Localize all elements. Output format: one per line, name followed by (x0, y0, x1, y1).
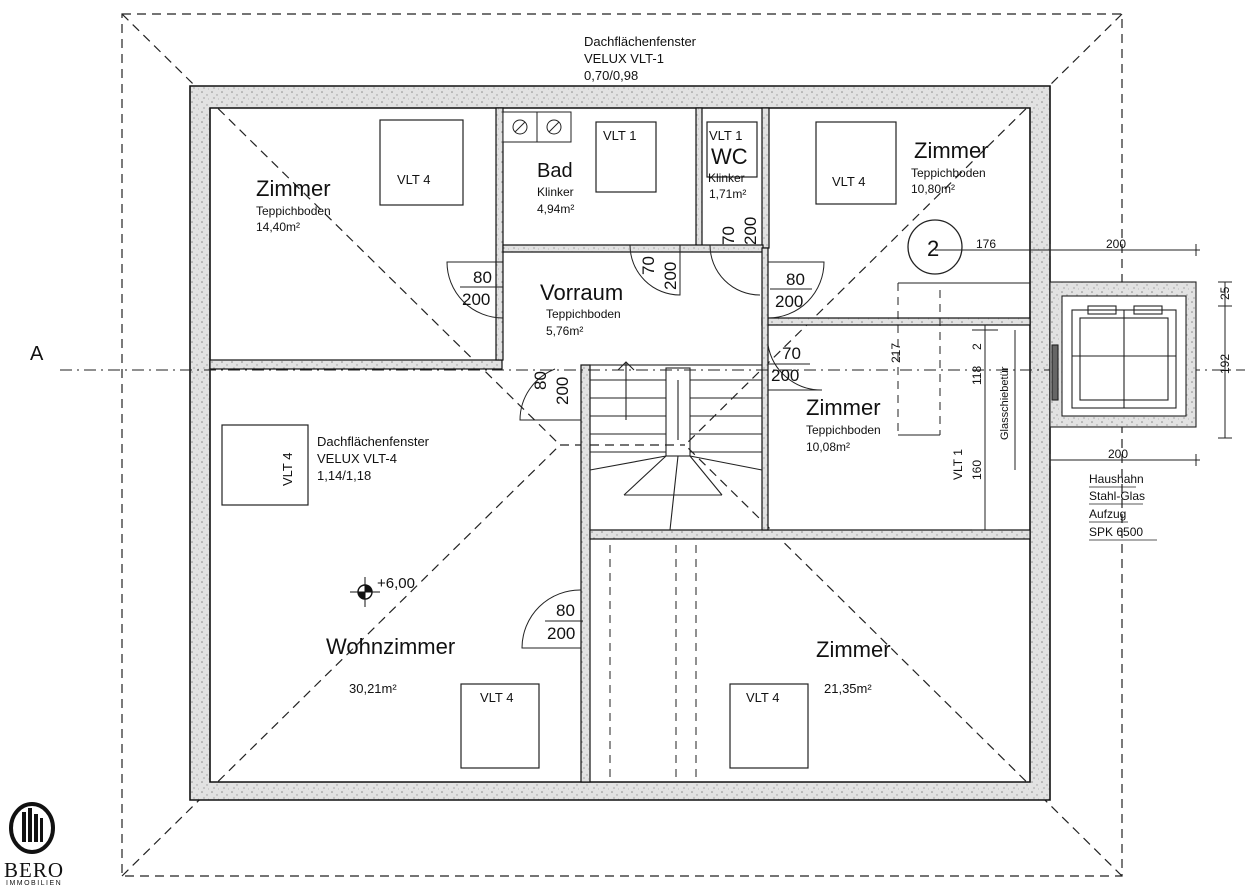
bero-logo (9, 802, 55, 854)
ceiling-lines (609, 283, 941, 780)
interior-walls (209, 107, 1031, 783)
roof-window-label: VLT 4 (280, 453, 295, 486)
door-width: 80 (531, 371, 550, 390)
door-height: 200 (547, 624, 575, 643)
roof-window-label: VLT 4 (746, 690, 779, 705)
door-swings (446, 244, 825, 649)
room-area-zimmer-ne: 10,80m² (911, 182, 955, 196)
logo-subtitle: IMMOBILIEN (6, 880, 63, 887)
room-name-bad: Bad (537, 160, 573, 182)
roof-window-left-line3: 1,14/1,18 (317, 468, 371, 483)
roof-window-left-line2: VELUX VLT-4 (317, 451, 397, 466)
dimension-label: 200 (1106, 237, 1126, 251)
room-floor-vorraum: Teppichboden (546, 307, 621, 321)
door-height: 200 (661, 262, 680, 290)
room-floor-zimmer-nw: Teppichboden (256, 204, 331, 218)
dimension-label: VLT 1 (951, 449, 965, 480)
dimension-label: 118 (970, 366, 984, 385)
elevator-note: Haushahn Stahl-Glas Aufzug SPK 6500 (1089, 472, 1157, 541)
roof-window-left-line1: Dachflächenfenster (317, 434, 430, 449)
elevator-note-line2: Stahl-Glas (1089, 489, 1145, 503)
roof-window-left-note: Dachflächenfenster VELUX VLT-4 1,14/1,18 (317, 434, 430, 483)
roof-window-label: VLT 1 (709, 128, 742, 143)
room-area-wc: 1,71m² (709, 187, 746, 201)
room-area-zimmer-e: 10,08m² (806, 440, 850, 454)
elevator-note-line3: Aufzug (1089, 507, 1126, 521)
roof-window-top-line3: 0,70/0,98 (584, 68, 638, 83)
logo-name: BERO (4, 858, 65, 882)
door-height: 200 (462, 290, 490, 309)
room-floor-zimmer-e: Teppichboden (806, 423, 881, 437)
elevator (1049, 281, 1197, 428)
door-width: 80 (786, 270, 805, 289)
level-marker (350, 577, 380, 607)
axis-marker (907, 219, 963, 275)
door-labels: 80 200 80 200 70 200 70 200 70 200 80 20… (460, 217, 812, 643)
roof-window-top-line2: VELUX VLT-1 (584, 51, 664, 66)
room-floor-zimmer-ne: Teppichboden (911, 166, 986, 180)
door-width: 80 (473, 268, 492, 287)
dimension-labels: 176 200 200 25 192 217 2 118 160 VLT 1 (889, 237, 1232, 480)
dimension-label: 25 (1218, 286, 1232, 300)
door-height: 200 (553, 377, 572, 405)
dimension-label: 200 (1108, 447, 1128, 461)
door-width: 80 (556, 601, 575, 620)
roof-window-label: VLT 4 (832, 174, 865, 189)
dimension-label: 2 (970, 343, 984, 350)
door-height: 200 (775, 292, 803, 311)
bath-fixtures (502, 111, 572, 143)
roof-outline (121, 13, 1123, 877)
roof-window-label: VLT 4 (397, 172, 430, 187)
room-area-bad: 4,94m² (537, 202, 574, 216)
staircase (589, 361, 763, 531)
glass-door-label: Glasschiebetür (999, 366, 1011, 440)
elevator-note-line1: Haushahn (1089, 472, 1144, 486)
door-height: 200 (741, 217, 760, 245)
roof-window-top-line1: Dachflächenfenster (584, 34, 697, 49)
room-name-vorraum: Vorraum (540, 280, 623, 305)
door-width: 70 (782, 344, 801, 363)
dimension-label: 217 (889, 343, 903, 363)
door-width: 70 (639, 256, 658, 275)
room-name-wohnzimmer: Wohnzimmer (326, 634, 455, 659)
door-width: 70 (719, 226, 738, 245)
dimension-lines (898, 244, 1232, 531)
level-marker-label: +6,00 (377, 575, 415, 592)
room-name-zimmer-se: Zimmer (816, 637, 891, 662)
roof-window-top-note: Dachflächenfenster VELUX VLT-1 0,70/0,98 (584, 34, 697, 83)
room-floor-wc: Klinker (708, 171, 745, 185)
room-name-wc: WC (711, 144, 748, 169)
room-area-zimmer-se: 21,35m² (824, 681, 872, 696)
room-name-zimmer-nw: Zimmer (256, 176, 331, 201)
outer-walls (189, 85, 1051, 801)
room-name-zimmer-ne: Zimmer (914, 138, 989, 163)
dimension-label: 192 (1218, 354, 1232, 374)
axis-marker-label: 2 (927, 236, 939, 261)
roof-window-label: VLT 1 (603, 128, 636, 143)
dimension-label: 160 (970, 460, 984, 480)
roof-window-label: VLT 4 (480, 690, 513, 705)
room-area-zimmer-nw: 14,40m² (256, 220, 300, 234)
room-floor-bad: Klinker (537, 185, 574, 199)
roof-windows (221, 119, 897, 769)
door-height: 200 (771, 366, 799, 385)
room-name-zimmer-e: Zimmer (806, 395, 881, 420)
elevator-note-line4: SPK 6500 (1089, 525, 1143, 539)
room-area-wohnzimmer: 30,21m² (349, 681, 397, 696)
room-area-vorraum: 5,76m² (546, 324, 583, 338)
section-marker: A (30, 343, 44, 365)
dimension-label: 176 (976, 237, 996, 251)
